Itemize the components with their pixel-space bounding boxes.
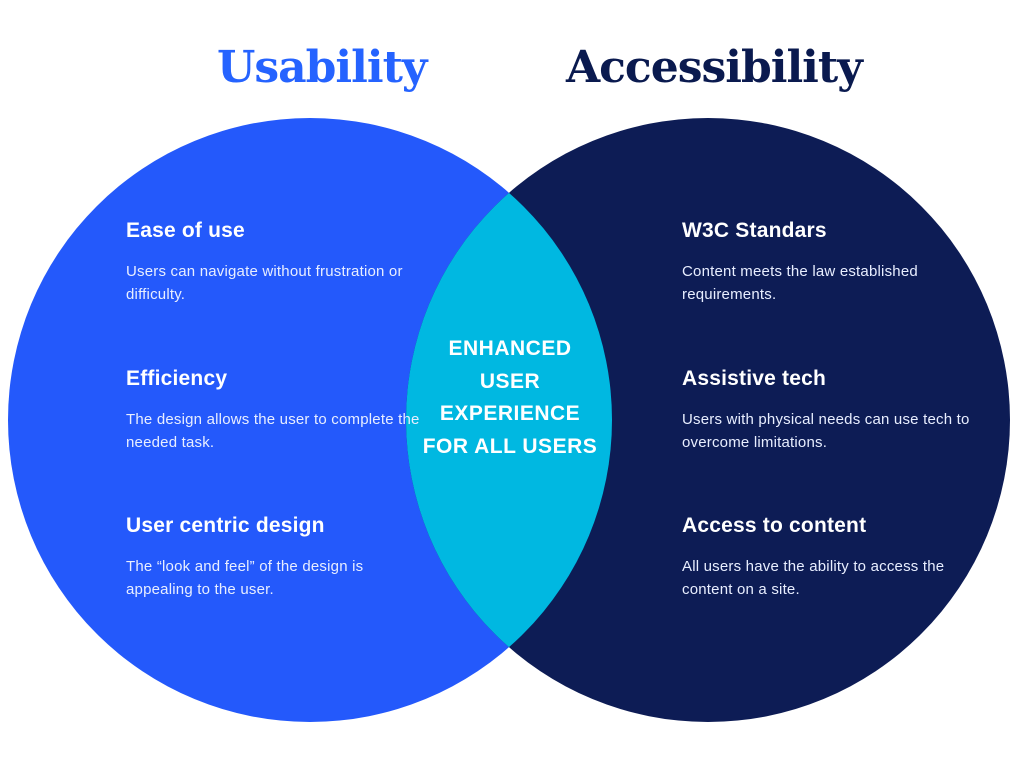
item-heading: Ease of use — [126, 219, 245, 242]
accessibility-item-assistive-tech: Assistive tech Users with physical needs… — [682, 366, 982, 454]
item-description: All users have the ability to access the… — [682, 558, 945, 598]
item-description: The design allows the user to complete t… — [126, 411, 420, 451]
item-heading: Efficiency — [126, 367, 228, 390]
item-heading: User centric design — [126, 514, 325, 537]
item-description: The “look and feel” of the design is app… — [126, 558, 364, 598]
accessibility-item-w3c-standards: W3C Standars Content meets the law estab… — [682, 218, 982, 306]
usability-item-efficiency: Efficiency The design allows the user to… — [126, 366, 426, 454]
usability-item-user-centric-design: User centric design The “look and feel” … — [126, 513, 426, 601]
item-heading: W3C Standars — [682, 219, 827, 242]
usability-title: Usability — [217, 42, 427, 93]
item-description: Users with physical needs can use tech t… — [682, 411, 970, 451]
item-description: Content meets the law established requir… — [682, 263, 918, 303]
item-heading: Assistive tech — [682, 367, 827, 390]
overlap-region — [406, 118, 612, 722]
item-description: Users can navigate without frustration o… — [126, 263, 403, 303]
accessibility-item-access-to-content: Access to content All users have the abi… — [682, 513, 982, 601]
item-heading: Access to content — [682, 514, 867, 537]
accessibility-title: Accessibility — [566, 42, 863, 93]
usability-item-ease-of-use: Ease of use Users can navigate without f… — [126, 218, 426, 306]
overlap-label: ENHANCED USER EXPERIENCE FOR ALL USERS — [422, 337, 598, 458]
